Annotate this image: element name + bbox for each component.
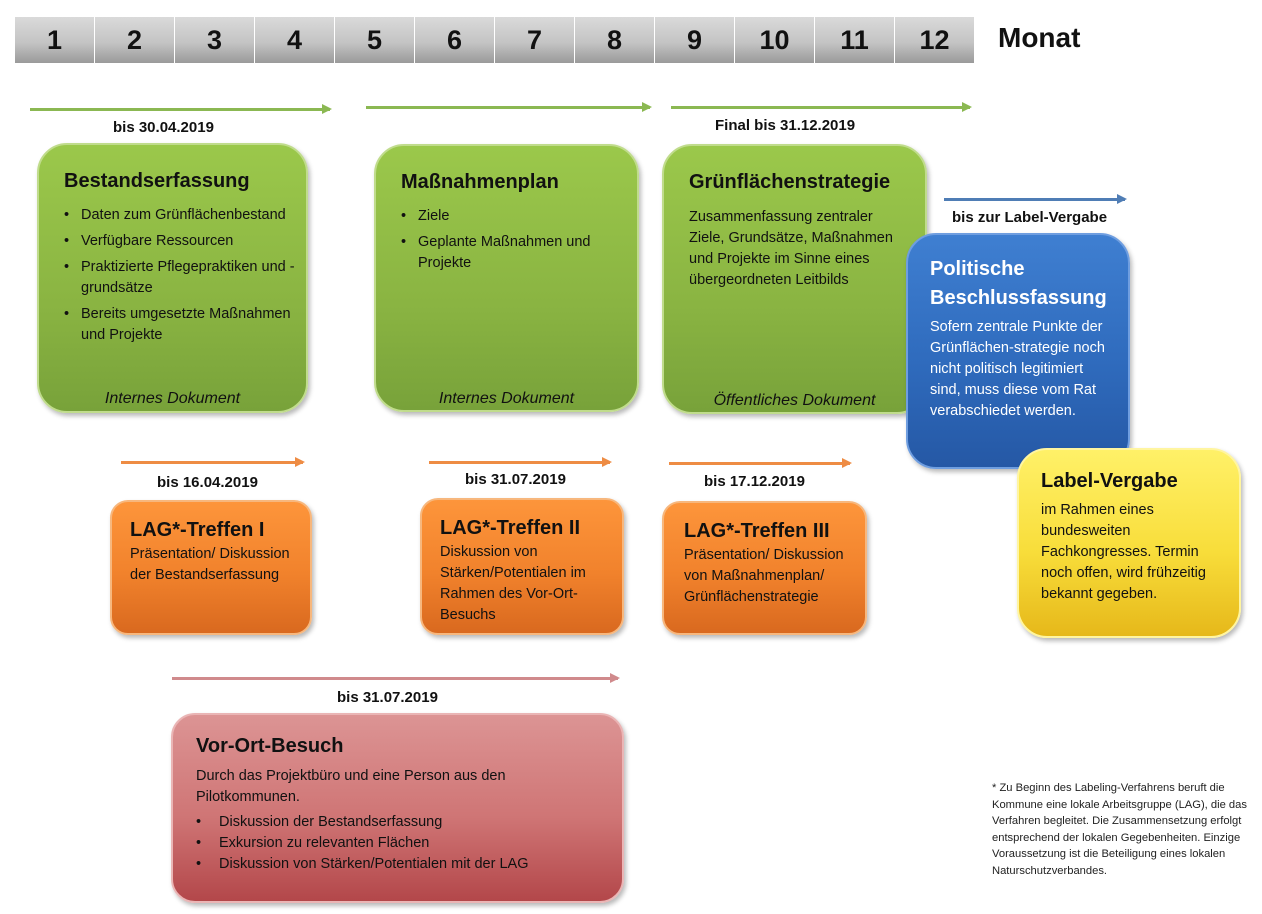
- month-cell: 6: [415, 17, 494, 63]
- month-cell: 1: [15, 17, 94, 63]
- box-text: Durch das Projektbüro und eine Person au…: [196, 768, 506, 805]
- arrow-vorort: [172, 673, 620, 683]
- box-massnahmenplan: Maßnahmenplan Ziele Geplante Maßnahmen u…: [374, 144, 639, 412]
- box-title: LAG*-Treffen I: [130, 519, 265, 541]
- list-item: Exkursion zu relevanten Flächen: [196, 833, 606, 854]
- box-title: Politische Beschlussfassung: [930, 258, 1107, 309]
- arrow-lag3: [669, 458, 852, 468]
- month-timeline: 1 2 3 4 5 6 7 8 9 10 11 12: [15, 17, 975, 63]
- box-text: Präsentation/ Diskussion der Bestandserf…: [130, 546, 290, 583]
- box-text: Zusammenfassung zentraler Ziele, Grundsä…: [689, 209, 893, 288]
- box-title: LAG*-Treffen III: [684, 520, 830, 542]
- month-cell: 10: [735, 17, 814, 63]
- box-footer: Öffentliches Dokument: [713, 392, 876, 409]
- box-footer: Internes Dokument: [104, 390, 241, 407]
- box-text: Präsentation/ Diskussion von Maßnahmenpl…: [684, 547, 844, 605]
- list-item: Praktizierte Pflegepraktiken und -grunds…: [64, 257, 299, 299]
- month-cell: 3: [175, 17, 254, 63]
- list-item: Bereits umgesetzte Maßnahmen und Projekt…: [64, 304, 299, 346]
- arrow-strategie: [671, 102, 972, 112]
- month-cell: 8: [575, 17, 654, 63]
- box-text: Diskussion von Stärken/Potentialen im Ra…: [440, 544, 586, 623]
- arrow-label: [944, 194, 1127, 204]
- list-item: Ziele: [401, 206, 623, 227]
- box-lag-treffen-1: LAG*-Treffen I Präsentation/ Diskussion …: [110, 500, 312, 635]
- box-lag-treffen-3: LAG*-Treffen III Präsentation/ Diskussio…: [662, 501, 867, 635]
- box-politische-beschlussfassung: Politische Beschlussfassung Sofern zentr…: [906, 233, 1130, 469]
- month-cell: 11: [815, 17, 894, 63]
- date-lag2: bis 31.07.2019: [465, 471, 566, 488]
- list-item: Diskussion von Stärken/Potentialen mit d…: [196, 854, 606, 875]
- box-title: Grünflächenstrategie: [689, 171, 891, 193]
- box-text: im Rahmen eines bundesweiten Fachkongres…: [1041, 502, 1206, 602]
- date-final: Final bis 31.12.2019: [715, 117, 856, 134]
- date-label: bis zur Label-Vergabe: [952, 209, 1108, 226]
- month-cell: 7: [495, 17, 574, 63]
- bullet-list: Diskussion der Bestandserfassung Exkursi…: [196, 812, 606, 875]
- box-gruenflaechenstrategie: Grünflächenstrategie Zusammenfassung zen…: [662, 144, 927, 414]
- list-item: Daten zum Grünflächenbestand: [64, 205, 299, 226]
- box-text: Sofern zentrale Punkte der Grünflächen-s…: [930, 319, 1105, 419]
- month-cell: 5: [335, 17, 414, 63]
- month-cell: 4: [255, 17, 334, 63]
- date-bestand: bis 30.04.2019: [113, 119, 214, 136]
- date-vorort: bis 31.07.2019: [337, 689, 438, 706]
- box-title: LAG*-Treffen II: [440, 517, 581, 539]
- list-item: Diskussion der Bestandserfassung: [196, 812, 606, 833]
- date-lag1: bis 16.04.2019: [157, 474, 258, 491]
- box-title: Maßnahmenplan: [401, 171, 559, 193]
- month-cell: 2: [95, 17, 174, 63]
- date-lag3: bis 17.12.2019: [704, 473, 805, 490]
- bullet-list: Ziele Geplante Maßnahmen und Projekte: [401, 206, 623, 279]
- month-cell: 12: [895, 17, 974, 63]
- box-vor-ort-besuch: Vor-Ort-Besuch Durch das Projektbüro und…: [171, 713, 624, 903]
- box-lag-treffen-2: LAG*-Treffen II Diskussion von Stärken/P…: [420, 498, 624, 635]
- list-item: Geplante Maßnahmen und Projekte: [401, 232, 623, 274]
- arrow-plan: [366, 102, 652, 112]
- box-title: Vor-Ort-Besuch: [196, 735, 344, 757]
- box-footer: Internes Dokument: [438, 390, 575, 407]
- footnote: * Zu Beginn des Labeling-Verfahrens beru…: [992, 782, 1247, 877]
- month-axis-label: Monat: [998, 22, 1081, 53]
- box-title: Label-Vergabe: [1041, 470, 1178, 492]
- box-title: Bestandserfassung: [64, 170, 250, 192]
- arrow-lag2: [429, 457, 612, 467]
- list-item: Verfügbare Ressourcen: [64, 231, 299, 252]
- box-bestandserfassung: Bestandserfassung Daten zum Grünflächenb…: [37, 143, 308, 413]
- arrow-bestand: [30, 104, 332, 114]
- month-cell: 9: [655, 17, 734, 63]
- bullet-list: Daten zum Grünflächenbestand Verfügbare …: [64, 205, 299, 351]
- box-label-vergabe: Label-Vergabe im Rahmen eines bundesweit…: [1017, 448, 1241, 638]
- arrow-lag1: [121, 457, 305, 467]
